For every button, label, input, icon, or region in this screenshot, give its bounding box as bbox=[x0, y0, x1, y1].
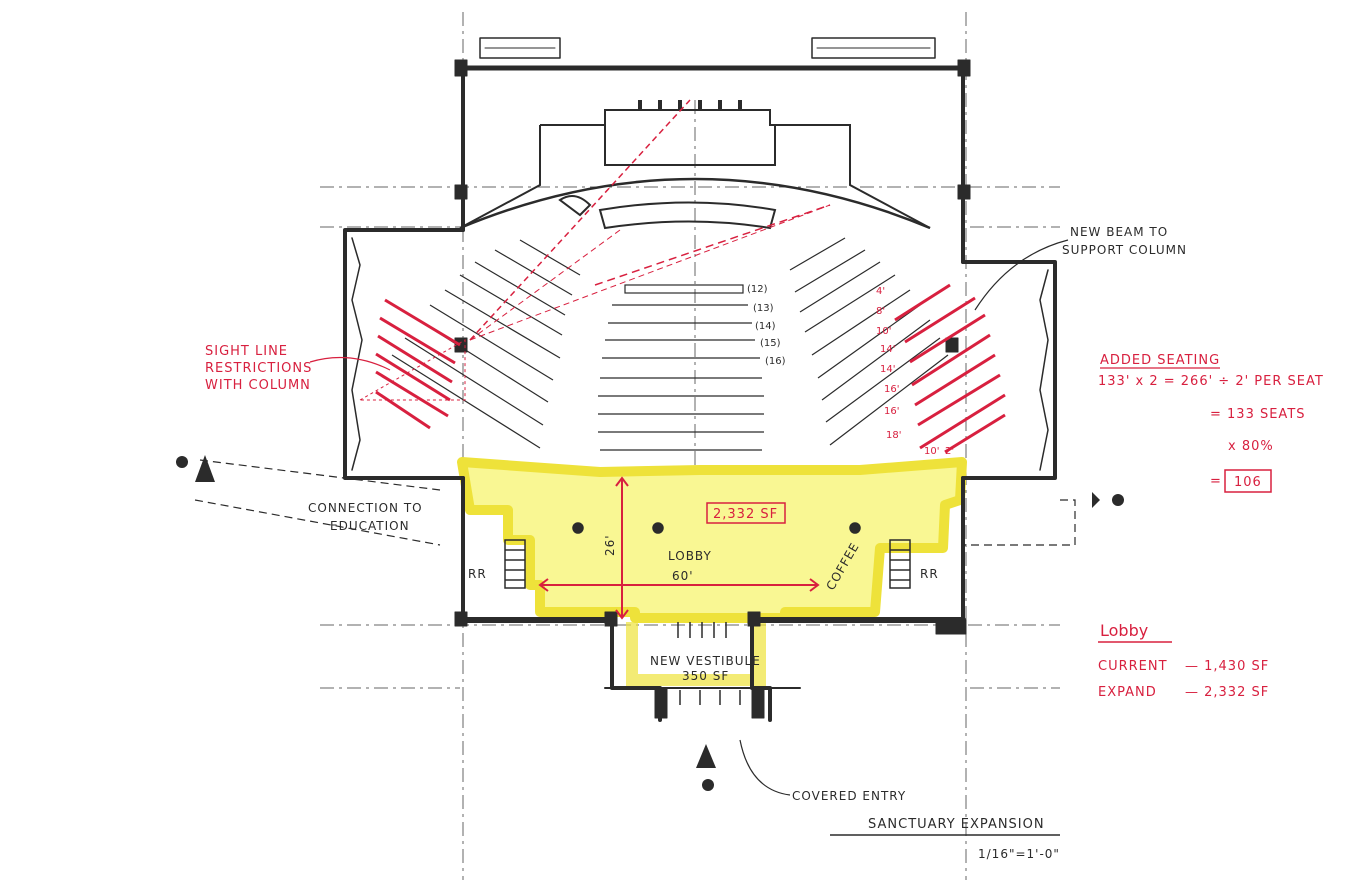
dimension-lines bbox=[538, 476, 820, 620]
row-number: (14) bbox=[755, 321, 776, 332]
right-red-rows bbox=[894, 283, 1006, 454]
lobby-expand-label: EXPAND bbox=[1098, 685, 1157, 700]
row-numbers: (12) (13) (14) (15) (16) bbox=[747, 284, 786, 367]
restroom-right-label: RR bbox=[920, 567, 939, 581]
connection-label-2: EDUCATION bbox=[330, 519, 410, 533]
new-beam-label-1: NEW BEAM TO bbox=[1070, 225, 1168, 239]
covered-entry-label: COVERED ENTRY bbox=[792, 789, 906, 803]
row-dimension: 10' bbox=[924, 446, 939, 457]
leader-lines bbox=[309, 239, 1069, 836]
building-walls bbox=[343, 37, 1057, 722]
added-seating-calc: ADDED SEATING 133' x 2 = 266' ÷ 2' PER S… bbox=[1098, 353, 1324, 493]
vestibule-name-label: NEW VESTIBULE bbox=[650, 654, 761, 668]
row-dimension: 16' bbox=[884, 384, 899, 395]
added-seating-line-3: x 80% bbox=[1228, 439, 1274, 454]
vestibule-area-label: 350 SF bbox=[682, 669, 729, 683]
lobby-details bbox=[504, 522, 911, 705]
row-dimension: 10' bbox=[876, 326, 891, 337]
sight-line-note-line: WITH COLUMN bbox=[205, 378, 311, 393]
row-number: (16) bbox=[765, 356, 786, 367]
left-red-rows bbox=[375, 298, 461, 430]
added-seating-heading: ADDED SEATING bbox=[1100, 353, 1220, 368]
added-seating-result: 106 bbox=[1234, 475, 1262, 490]
stage-platform bbox=[459, 100, 931, 230]
lobby-highlight bbox=[457, 457, 967, 686]
left-seating bbox=[391, 239, 581, 449]
sight-line-note-line: RESTRICTIONS bbox=[205, 361, 312, 376]
lobby-label: LOBBY bbox=[668, 549, 712, 563]
added-seating-result-box bbox=[1224, 469, 1272, 493]
lobby-depth-label: 26' bbox=[603, 534, 617, 556]
row-dimension: 14' bbox=[880, 344, 895, 355]
sheet-scale: 1/16"=1'-0" bbox=[978, 847, 1060, 861]
row-number: (12) bbox=[747, 284, 768, 295]
row-number: (15) bbox=[760, 338, 781, 349]
title-block: SANCTUARY EXPANSION 1/16"=1'-0" bbox=[868, 817, 1060, 861]
entry-markers bbox=[176, 455, 1124, 791]
sight-line-note-line: SIGHT LINE bbox=[205, 344, 288, 359]
sight-line-note: SIGHT LINE RESTRICTIONS WITH COLUMN bbox=[205, 344, 312, 393]
row-dimension: 8' bbox=[876, 306, 885, 317]
sheet-title: SANCTUARY EXPANSION bbox=[868, 817, 1045, 832]
lobby-summary: Lobby CURRENT — 1,430 SF EXPAND — 2,332 … bbox=[1098, 621, 1269, 700]
added-seating-line-2: = 133 SEATS bbox=[1210, 407, 1306, 422]
lobby-width-label: 60' bbox=[672, 569, 694, 583]
new-beam-label-2: SUPPORT COLUMN bbox=[1062, 243, 1187, 257]
restroom-left-label: RR bbox=[468, 567, 487, 581]
lobby-summary-heading: Lobby bbox=[1100, 621, 1148, 640]
added-seating-line-1: 133' x 2 = 266' ÷ 2' PER SEAT bbox=[1098, 374, 1324, 389]
row-dimension: 2' bbox=[945, 446, 954, 457]
lobby-current-value: — 1,430 SF bbox=[1185, 659, 1269, 674]
row-dimension: 16' bbox=[884, 406, 899, 417]
row-dimensions: 4' 8' 10' 14' 14' 16' 16' 18' 10' 2' bbox=[876, 286, 954, 457]
center-seating bbox=[598, 284, 764, 451]
lobby-expand-value: — 2,332 SF bbox=[1185, 685, 1269, 700]
red-sight-line bbox=[594, 204, 831, 286]
right-seating bbox=[789, 237, 949, 446]
connection-label-1: CONNECTION TO bbox=[308, 501, 423, 515]
connection-path bbox=[194, 459, 1076, 546]
row-number: (13) bbox=[753, 303, 774, 314]
sight-line-hatch bbox=[358, 99, 831, 401]
row-dimension: 18' bbox=[886, 430, 901, 441]
added-seating-equals: = bbox=[1210, 474, 1222, 489]
lobby-area-box bbox=[706, 502, 786, 524]
row-dimension: 14' bbox=[880, 364, 895, 375]
lobby-area-label: 2,332 SF bbox=[713, 507, 778, 522]
lobby-current-label: CURRENT bbox=[1098, 659, 1168, 674]
row-dimension: 4' bbox=[876, 286, 885, 297]
